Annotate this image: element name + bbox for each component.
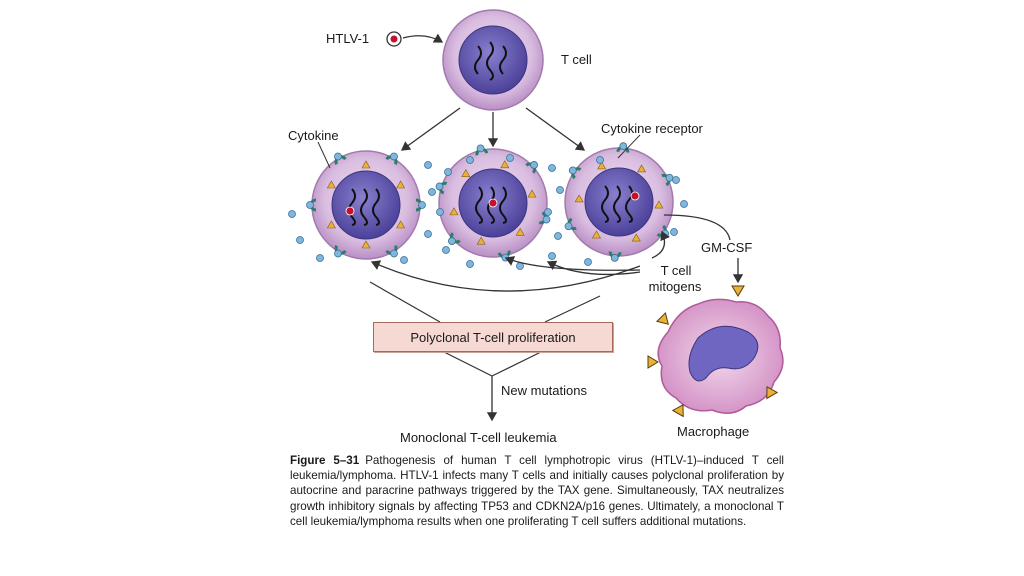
cytokine-icon — [390, 152, 398, 161]
tax-protein-icon — [488, 198, 498, 208]
gm-csf-label: GM-CSF — [701, 240, 753, 255]
tax-triangle-icon — [591, 230, 601, 239]
tax-triangle-icon — [654, 200, 664, 209]
gm-csf-receptor-icon — [647, 355, 659, 369]
tax-triangle-icon — [500, 160, 510, 169]
tax-triangle-icon — [396, 220, 406, 229]
t-cell-label: T cell — [561, 52, 592, 67]
htlv-label: HTLV-1 — [326, 31, 370, 46]
cytokine-icon — [288, 210, 296, 218]
cytokine-icon — [400, 256, 408, 264]
tax-triangle-icon — [461, 169, 471, 177]
cytokine-icon — [466, 260, 474, 268]
cytokine-icon — [334, 152, 342, 161]
proliferating-t-cell — [564, 142, 674, 262]
proliferating-t-cell — [435, 144, 551, 262]
t-cell-mitogens-label-line2: mitogens — [648, 279, 702, 294]
cytokine-icon — [418, 201, 426, 209]
cytokine-icon — [564, 222, 573, 231]
tax-triangle-icon — [631, 233, 641, 242]
cytokine-icon — [506, 154, 514, 162]
tax-triangle-icon — [326, 220, 336, 229]
cytokine-icon — [442, 246, 450, 254]
monoclonal-leukemia-label: Monoclonal T-cell leukemia — [400, 430, 557, 445]
tax-protein-icon — [630, 191, 640, 201]
cytokine-icon — [548, 164, 556, 172]
cytokine-icon — [316, 254, 324, 262]
tax-protein-icon — [345, 206, 355, 216]
cytokine-label: Cytokine — [288, 128, 339, 143]
tax-triangle-icon — [527, 189, 537, 198]
cytokine-icon — [665, 173, 674, 182]
cytokine-icon — [448, 237, 456, 245]
cytokine-icon — [306, 201, 314, 209]
cytokine-icon — [556, 186, 564, 194]
tax-triangle-icon — [597, 161, 607, 170]
tax-triangle-icon — [326, 180, 336, 189]
cytokine-icon — [501, 253, 510, 262]
cytokine-icon — [428, 188, 436, 196]
gm-csf-receptor-icon — [731, 285, 745, 297]
cytokine-icon — [390, 249, 398, 258]
cytokine-icon — [476, 144, 485, 153]
caption-text: Pathogenesis of human T cell lymphotropi… — [290, 454, 784, 528]
figure-number: Figure 5–31 — [290, 454, 360, 467]
proliferating-t-cell — [306, 150, 426, 260]
cytokine-icon — [584, 258, 592, 266]
cytokine-icon — [436, 208, 444, 216]
cytokine-icon — [424, 161, 432, 169]
cytokine-icon — [596, 156, 604, 164]
cytokine-icon — [466, 156, 474, 164]
cytokine-icon — [568, 166, 577, 175]
cytokine-icon — [619, 142, 628, 151]
tax-triangle-icon — [449, 207, 459, 216]
macrophage-label: Macrophage — [677, 424, 750, 439]
new-mutations-label: New mutations — [501, 383, 587, 398]
cytokine-icon — [554, 232, 562, 240]
polyclonal-proliferation-box: Polyclonal T-cell proliferation — [373, 322, 613, 352]
cytokine-receptor-label: Cytokine receptor — [601, 121, 703, 136]
gm-csf-receptor-icon — [655, 311, 669, 325]
cytokine-icon — [680, 200, 688, 208]
tax-triangle-icon — [515, 227, 525, 236]
gm-csf-receptors — [647, 285, 779, 418]
cytokine-icon — [334, 249, 342, 258]
cytokine-icon — [296, 236, 304, 244]
gm-csf-receptor-icon — [671, 403, 684, 418]
cytokine-icon — [544, 208, 552, 216]
cytokine-icon — [435, 182, 444, 191]
infected-t-cell — [442, 9, 544, 111]
gm-csf-receptor-icon — [766, 385, 779, 400]
tax-triangle-icon — [361, 160, 371, 169]
t-cell-mitogens-label-line1: T cell — [660, 263, 692, 278]
cytokine-icon — [672, 176, 680, 184]
tax-triangle-icon — [361, 240, 371, 249]
tax-triangle-icon — [637, 164, 647, 173]
cytokine-icon — [548, 252, 556, 260]
cytokine-dots — [288, 154, 688, 270]
cytokine-icon — [542, 215, 551, 224]
cytokine-icon — [424, 230, 432, 238]
cytokine-icon — [530, 161, 538, 169]
tax-triangle-icon — [574, 194, 584, 203]
tax-triangle-icon — [396, 180, 406, 189]
htlv-virus-icon — [386, 31, 402, 47]
tax-triangle-icon — [476, 236, 486, 245]
cytokine-icon — [670, 228, 678, 236]
cytokine-icon — [610, 253, 619, 262]
cytokine-icon — [444, 168, 452, 176]
macrophage-cell — [657, 298, 784, 414]
